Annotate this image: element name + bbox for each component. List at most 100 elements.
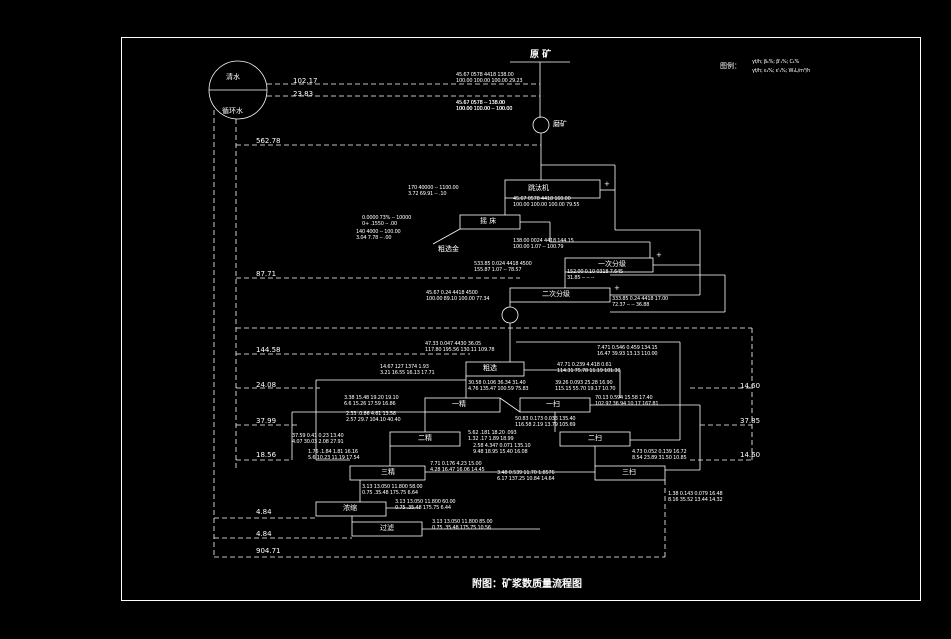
flow-label: 9.48 18.95 15.40 16.08 <box>473 449 528 455</box>
flow-label: 1.32 .17 1.89 18.99 <box>468 436 514 442</box>
water-value: 144.58 <box>256 346 281 354</box>
water-value: 904.71 <box>256 547 281 555</box>
node-thicken: 浓缩 <box>343 504 357 512</box>
node-recycle-water: 循环水 <box>222 107 243 115</box>
right-value: 14.60 <box>740 382 761 390</box>
flow-label: 4.28 16.47 16.06 14.45 <box>430 467 485 473</box>
flow-label: 3.04 7.78 -- .00 <box>356 235 392 241</box>
flow-label: 3.21 16.55 16.13 17.71 <box>380 370 435 376</box>
flow-label: 50.83 0.173 0.033 135.40 <box>515 416 576 422</box>
jig-box <box>504 179 601 199</box>
flow-label: 6.17 137.25 10.84 14.64 <box>497 476 555 482</box>
water-value: 23.83 <box>293 90 314 98</box>
right-value: 14.60 <box>740 451 761 459</box>
node-jig: 跳汰机 <box>528 184 549 192</box>
grinding-mill-icon <box>532 116 550 134</box>
flow-label: 100.00 100.00 100.00 79.55 <box>513 202 580 208</box>
water-value: 24.08 <box>256 381 277 389</box>
node-classify1: 一次分级 <box>598 260 626 268</box>
flow-label: 6.6 15.26 17.59 16.86 <box>344 401 396 407</box>
flow-label: 1.38 0.143 0.079 16.48 <box>668 491 723 497</box>
flow-label: 116.58 2.19 13.79 105.69 <box>515 422 576 428</box>
flow-label: 152.00 0.10 0318 7.645 <box>567 269 624 275</box>
water-value: 4.84 <box>256 530 272 538</box>
flow-label: 45.67 0578 -- 138.00 <box>456 100 505 106</box>
flow-label: 45.67 0578 4418 160.00 <box>513 196 571 202</box>
flow-label: 8.54 23.89 31.50 10.85 <box>632 455 687 461</box>
flow-label: 3.13 13.050 11.800 85.00 <box>432 519 493 525</box>
node-grinding: 磨矿 <box>553 120 567 128</box>
thicken-box <box>315 501 387 517</box>
water-value: 562.78 <box>256 137 281 145</box>
plus-icon: + <box>604 180 610 188</box>
flow-label: 170 40000 -- 1100.00 <box>408 185 459 191</box>
flow-label: 102.97 36.94 10.17 167.81 <box>595 401 659 407</box>
flow-label: 8.16 35.52 13.44 14.32 <box>668 497 723 503</box>
flow-label: 114.31 75.78 11.19 101.30 <box>557 368 621 374</box>
flow-label: 100.00 89.10 100.00 77.34 <box>426 296 490 302</box>
legend-row-2: γt/h; ε₁%; ε'₁%; W₁L/m³/h <box>752 68 811 74</box>
node-coarse-product: 粗选金 <box>438 245 459 253</box>
flow-label: 533.85 0.024 4418 4500 <box>474 261 532 267</box>
flow-label: 5.6 10.23 11.19 17.54 <box>308 455 360 461</box>
flow-label: 333.85 0.24 4418 17.00 <box>612 296 669 302</box>
flow-label: 4.07 30.03 2.08 27.91 <box>292 439 344 445</box>
flow-label: 45.67 0.24 4418 4500 <box>426 290 478 296</box>
flow-label: 100.00 100.00 -- 100.00 <box>456 106 513 112</box>
flow-label: 3.48 0.539 11.70 1.8576 <box>497 470 555 476</box>
rougher-box <box>465 361 525 377</box>
right-value: 37.85 <box>740 417 761 425</box>
flow-label: 30.58 0.106 36.34 31.40 <box>468 380 526 386</box>
water-value: 87.71 <box>256 270 277 278</box>
flow-label: 0+ .1550 -- .00 <box>362 221 398 227</box>
node-classify2: 二次分级 <box>542 290 570 298</box>
flow-label: 3.13 13.050 11.800 58.00 <box>362 484 423 490</box>
plus-icon: + <box>656 251 662 259</box>
flow-label: 2.33 .0.86 4.61 13.58 <box>346 411 396 417</box>
flow-label: 0.75 .35.48 175.75 10.56 <box>432 525 491 531</box>
plus-icon: + <box>614 284 620 292</box>
node-rougher: 粗选 <box>483 364 497 372</box>
flow-label: 100.00 1.07 -- 100.79 <box>513 244 564 250</box>
node-table: 摇 床 <box>480 217 497 225</box>
flow-label: 138.00 0024 4418 144.15 <box>513 238 574 244</box>
flow-label: 45.67 0578 4418 138.00 <box>456 72 514 78</box>
flow-label: 140 4000 -- 100.00 <box>356 229 401 235</box>
flow-label: 14.67 127 1374 1.93 <box>380 364 429 370</box>
scav3-box <box>594 465 666 481</box>
drawing-frame <box>121 37 921 601</box>
node-raw-ore: 原 矿 <box>530 50 552 60</box>
flow-label: 0.75 .35.48 175.75 6.44 <box>395 505 451 511</box>
flow-label: 0.75 .35.48 175.75 6.64 <box>362 490 418 496</box>
node-cleaner3: 三精 <box>381 468 395 476</box>
flow-label: 117.80 195.56 130.11 109.78 <box>425 347 495 353</box>
flow-label: 47.33 0.047 4430 36.05 <box>425 341 482 347</box>
node-cleaner2: 二精 <box>418 434 432 442</box>
flow-label: 4.76 135.47 100.59 75.83 <box>468 386 529 392</box>
flow-label: 100.00 100.00 -- 100.00 <box>456 106 513 112</box>
flow-label: 115.15 55.70 19.17 10.70 <box>555 386 616 392</box>
flow-label: 70.13 0.594 15.58 17.40 <box>595 395 653 401</box>
water-value: 4.84 <box>256 508 272 516</box>
flow-label: 100.00 100.00 100.00 29.23 <box>456 78 523 84</box>
classify2-pump-icon <box>501 306 519 324</box>
flow-label: 4.73 0.052 0.139 16.72 <box>632 449 687 455</box>
water-value: 102.17 <box>293 77 318 85</box>
cleaner3-box <box>349 465 426 481</box>
water-value: 18.56 <box>256 451 277 459</box>
node-scav3: 三扫 <box>622 468 636 476</box>
node-cleaner1: 一精 <box>452 400 466 408</box>
flow-label: 47.71 0.239 4.418 0.61 <box>557 362 612 368</box>
flow-label: 16.47 39.93 13.13 110.00 <box>597 351 658 357</box>
flow-label: 39.26 0.093 25.28 16.90 <box>555 380 613 386</box>
flow-label: 2.58 4.347 0.071 135.10 <box>473 443 531 449</box>
flow-label: 7.471 0.546 0.459 134.15 <box>597 345 658 351</box>
node-fresh-water: 清水 <box>226 73 240 81</box>
flow-label: 3.13 13.050 11.800 60.00 <box>395 499 456 505</box>
flow-label: 31.85 -- -- -- <box>567 275 595 281</box>
node-scav2: 二扫 <box>588 434 602 442</box>
water-value: 37.99 <box>256 417 277 425</box>
flow-label: 1.76 .1.84 1.81 16.16 <box>308 449 358 455</box>
cleaner1-box <box>424 397 501 413</box>
